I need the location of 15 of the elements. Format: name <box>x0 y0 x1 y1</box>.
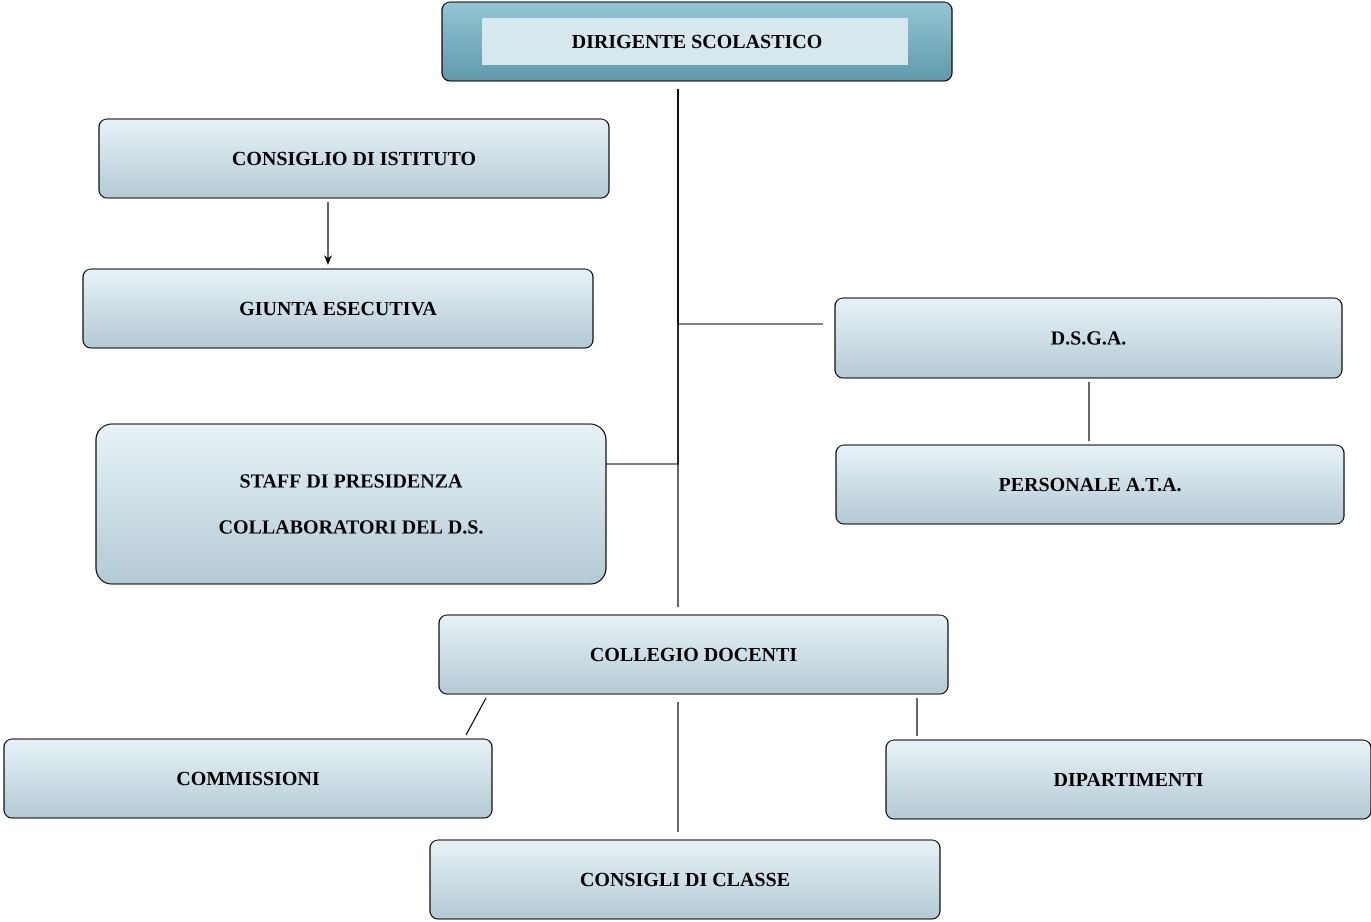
org-box: GIUNTA ESECUTIVA <box>82 268 594 349</box>
org-box: D.S.G.A. <box>834 297 1343 379</box>
connector-line <box>677 701 679 833</box>
connector-line <box>916 697 918 737</box>
org-box: DIPARTIMENTI <box>885 739 1371 820</box>
title-box: DIRIGENTE SCOLASTICO <box>441 1 953 82</box>
org-box: CONSIGLIO DI ISTITUTO <box>98 118 610 199</box>
connector-line <box>465 697 487 736</box>
connector-line <box>1088 381 1090 442</box>
org-box: COMMISSIONI <box>3 738 493 819</box>
org-box: CONSIGLI DI CLASSE <box>429 839 941 920</box>
org-box: STAFF DI PRESIDENZA COLLABORATORI DEL D.S. <box>95 423 607 585</box>
connector-line <box>605 88 679 465</box>
org-box: COLLEGIO DOCENTI <box>438 614 949 695</box>
org-box: PERSONALE A.T.A. <box>835 444 1345 525</box>
